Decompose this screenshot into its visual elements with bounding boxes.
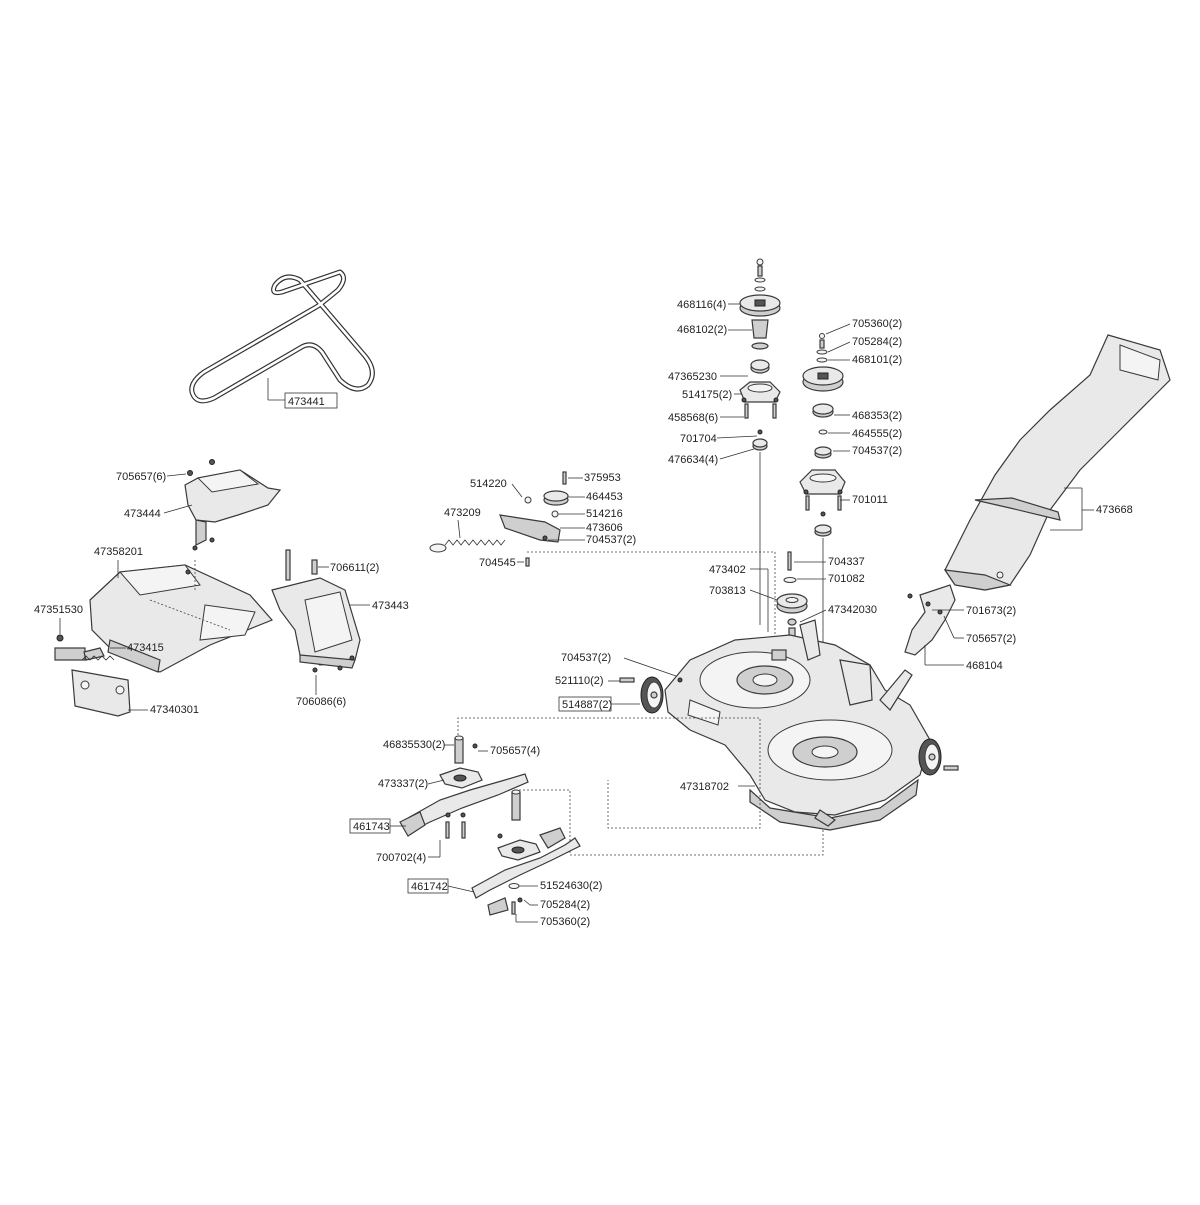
blade-left-drawing <box>399 735 529 839</box>
label-idler-arm: 473606 <box>586 522 623 534</box>
baffle-drawing <box>89 560 274 673</box>
blade-right-drawing <box>471 789 581 916</box>
label-arm-screw: 514220 <box>470 478 507 490</box>
label-chute: 473668 <box>1096 504 1133 516</box>
label-nut-right2: 704537(2) <box>852 445 902 457</box>
label-housing-main: 514175(2) <box>682 389 732 401</box>
spring-left-drawing <box>81 655 115 661</box>
label-bolt-idler: 704337 <box>828 556 865 568</box>
label-blade-bolt: 705360(2) <box>540 916 590 928</box>
label-arm-nut: 704545 <box>479 557 516 569</box>
label-washer-idler2: 701082 <box>828 573 865 585</box>
label-guard-top-cover: 473444 <box>124 508 161 520</box>
label-wheel-bolt: 521110(2) <box>555 675 604 687</box>
label-shaft: 46835530(2) <box>383 739 445 751</box>
label-bolt-right2: 701011 <box>852 494 888 506</box>
label-deck-nut: 704537(2) <box>561 652 611 664</box>
deflector-drawing <box>904 584 956 656</box>
label-pin: 706611(2) <box>330 562 379 574</box>
belt-drawing <box>189 269 375 404</box>
label-bracket-small: 47351530 <box>34 604 83 616</box>
label-deck: 47318702 <box>680 781 729 793</box>
label-bearing-main: 476634(4) <box>668 454 718 466</box>
label-spring-idler: 473209 <box>444 507 481 519</box>
label-blade-right: 461742 <box>411 881 448 893</box>
label-blade-washer: 51524630(2) <box>540 880 602 892</box>
label-idler-nut: 704537(2) <box>586 534 636 546</box>
label-bolt-main: 701704 <box>680 433 717 445</box>
label-bolt-idler2: 47342030 <box>828 604 877 616</box>
label-belt: 473441 <box>288 396 325 408</box>
label-bearing-right: 468353(2) <box>852 410 902 422</box>
label-bolt-right: 705360(2) <box>852 318 902 330</box>
guard-top-drawing <box>184 459 282 551</box>
wheel-left-drawing <box>640 676 664 714</box>
label-screws-main: 458568(6) <box>668 412 718 424</box>
label-baffle: 47358201 <box>94 546 143 558</box>
pin-drawing <box>285 549 318 581</box>
label-hub-main: 468102(2) <box>677 324 727 336</box>
mower-deck-drawing <box>664 619 931 831</box>
label-shaft-screws: 705657(4) <box>490 745 540 757</box>
label-pulley-idler: 703813 <box>709 585 746 597</box>
bracket-small-drawing <box>54 634 105 661</box>
label-guard-top: 705657(6) <box>116 471 166 483</box>
label-spring-left: 473415 <box>127 642 164 654</box>
label-blade-adapter: 473337(2) <box>378 778 428 790</box>
spindle-main-drawing <box>739 258 781 625</box>
bracket-plate-drawing <box>71 669 131 717</box>
label-deflector-bolt: 701673(2) <box>966 605 1016 617</box>
label-washer-idler: 514216 <box>586 508 623 520</box>
label-bracket-plate: 47340301 <box>150 704 199 716</box>
label-side-cover: 473443 <box>372 600 409 612</box>
label-pulley-main: 468116(4) <box>677 299 726 311</box>
label-deflector-screw: 705657(2) <box>966 633 1016 645</box>
label-deflector: 468104 <box>966 660 1003 672</box>
side-cover-drawing <box>271 577 361 673</box>
chute-drawing <box>943 334 1171 591</box>
label-arm-bolt: 375953 <box>584 472 621 484</box>
label-bearing-a: 47365230 <box>668 371 717 383</box>
spindle-right-drawing <box>799 333 846 700</box>
label-wheel: 514887(2) <box>562 699 612 711</box>
label-washer-right: 705284(2) <box>852 336 902 348</box>
label-blade-washer2: 705284(2) <box>540 899 590 911</box>
label-nut-right: 468101(2) <box>852 354 902 366</box>
wheel-right-drawing <box>918 738 959 776</box>
label-idler-pulley-small: 464453 <box>586 491 623 503</box>
label-ring-right: 464555(2) <box>852 428 902 440</box>
label-blade-screws: 700702(4) <box>376 852 426 864</box>
label-side-cover-screws: 706086(6) <box>296 696 346 708</box>
idler-arm-drawing <box>429 471 569 567</box>
label-blade-left: 461743 <box>353 821 390 833</box>
label-bracket-idler: 473402 <box>709 564 746 576</box>
